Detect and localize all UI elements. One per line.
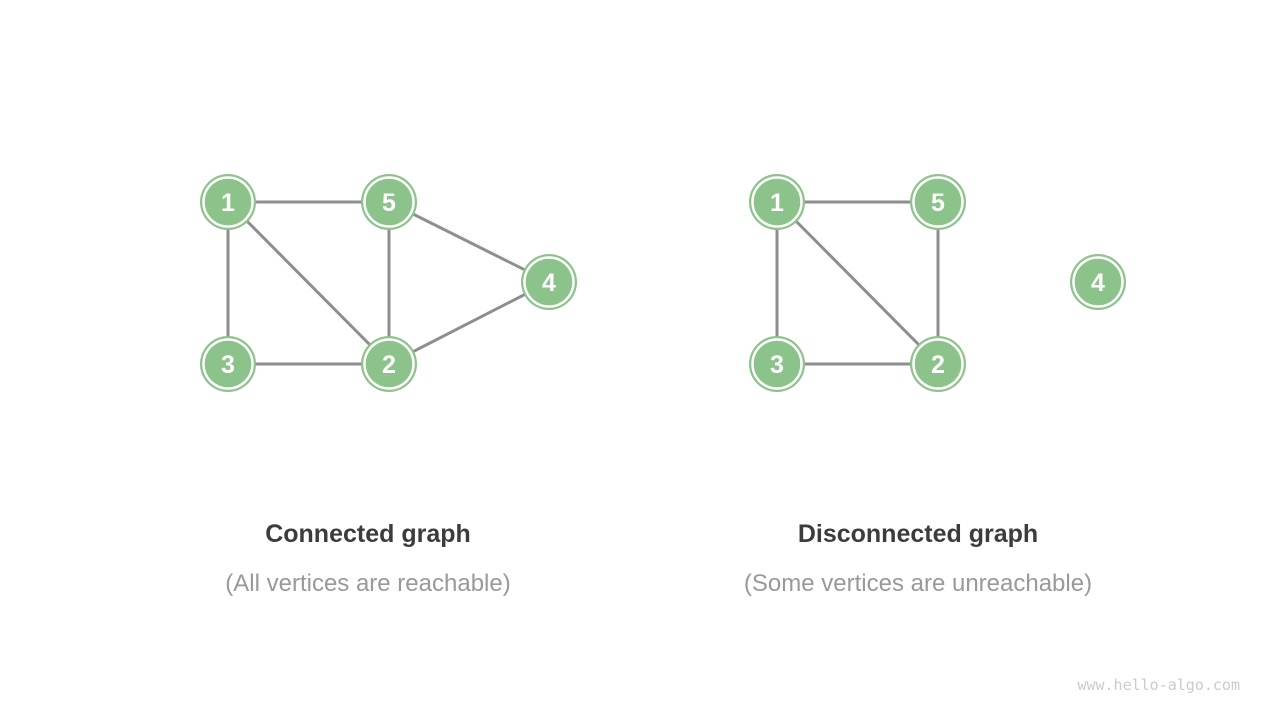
vertex-label: 5 (382, 189, 396, 217)
vertex-1: 1 (749, 174, 805, 230)
vertex-ring (202, 176, 254, 228)
disconnected-graph-subtitle: (Some vertices are unreachable) (743, 570, 1093, 597)
vertex-4: 4 (521, 254, 577, 310)
vertex-disc (910, 336, 966, 392)
vertex-3: 3 (749, 336, 805, 392)
vertex-disc (361, 336, 417, 392)
edge-2-4 (388, 280, 550, 366)
vertex-disc (1070, 254, 1126, 310)
vertex-ring (363, 338, 415, 390)
vertex-ring (202, 338, 254, 390)
watermark: www.hello-algo.com (1077, 676, 1240, 694)
vertex-disc (910, 174, 966, 230)
vertex-label: 2 (382, 351, 396, 379)
vertex-2: 2 (361, 336, 417, 392)
connected-graph: 1 5 4 3 2 (200, 174, 577, 392)
edge-1-2 (226, 200, 391, 366)
vertex-label: 1 (770, 189, 784, 217)
vertex-label: 5 (931, 189, 945, 217)
vertex-ring (751, 176, 803, 228)
vertex-label: 2 (931, 351, 945, 379)
edge-5-4 (388, 200, 550, 284)
vertex-disc (749, 174, 805, 230)
vertex-ring (751, 338, 803, 390)
vertex-disc (521, 254, 577, 310)
vertex-ring (1072, 256, 1124, 308)
vertex-3: 3 (200, 336, 256, 392)
vertex-4: 4 (1070, 254, 1126, 310)
vertex-label: 1 (221, 189, 235, 217)
vertex-disc (361, 174, 417, 230)
vertex-label: 3 (221, 351, 235, 379)
vertex-ring (912, 338, 964, 390)
disconnected-graph-title: Disconnected graph (797, 520, 1039, 548)
connected-graph-caption: Connected graph (All vertices are reacha… (160, 519, 576, 599)
vertex-ring (363, 176, 415, 228)
connected-graph-subtitle: (All vertices are reachable) (225, 570, 511, 597)
edge-1-2 (775, 200, 940, 366)
vertex-disc (200, 174, 256, 230)
vertex-label: 3 (770, 351, 784, 379)
vertex-ring (912, 176, 964, 228)
vertex-label: 4 (542, 269, 556, 297)
vertex-disc (200, 336, 256, 392)
vertex-label: 4 (1091, 269, 1105, 297)
disconnected-graph-caption: Disconnected graph (Some vertices are un… (710, 519, 1126, 599)
vertex-ring (523, 256, 575, 308)
vertex-5: 5 (910, 174, 966, 230)
vertex-2: 2 (910, 336, 966, 392)
vertex-5: 5 (361, 174, 417, 230)
vertex-disc (749, 336, 805, 392)
vertex-1: 1 (200, 174, 256, 230)
disconnected-graph: 1 5 4 3 2 (749, 174, 1126, 392)
connected-graph-title: Connected graph (265, 520, 471, 548)
